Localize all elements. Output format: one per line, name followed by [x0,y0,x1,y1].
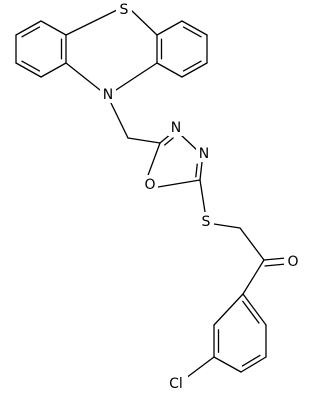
molecule-diagram: S N N N O S O Cl [15,0,302,392]
bond-chlorophenyl-ring [242,293,267,326]
bond-n-ch2 [110,102,129,139]
label-bg [198,212,214,230]
label-bg [100,85,116,103]
atom-label-o-oxadiazole: O [144,177,155,193]
bond-c-cl [185,356,215,379]
bond-n-n [180,134,199,152]
label-bg [116,0,132,18]
bond-right-ring [156,62,183,78]
atom-label-s-ring: S [120,2,129,18]
bond-right-ring [156,20,183,36]
double-bond [164,137,174,146]
bond-left-ring [15,20,42,36]
bond-ch2-c [127,137,161,144]
atom-labels: S N N N O S O Cl [100,0,302,392]
bond-c-o [157,179,201,188]
bond-left-ring [40,62,67,78]
bond-c-s [199,179,206,213]
bond-c-o [263,257,287,261]
double-bond [182,26,202,38]
bond-chlorophenyl-ring [213,356,242,373]
bond-s-c [130,9,158,36]
double-bond [21,60,41,72]
bond-n-c [199,161,203,181]
double-bond [195,163,198,178]
label-bg [164,374,188,392]
bond-chlorophenyl-ring [213,293,244,326]
double-bond [241,354,261,367]
double-bond [182,60,202,72]
bond-chlorophenyl-ring [240,356,267,373]
label-bg [284,252,302,270]
double-bond [242,300,260,324]
atom-label-cl: Cl [169,376,183,392]
bond-s-ch2 [213,223,241,229]
atom-label-s-thioether: S [202,214,211,230]
label-bg [142,175,158,193]
label-bg [168,118,184,136]
bond-right-ring [181,20,208,36]
atom-label-n-ring: N [103,87,113,103]
bond-left-ring [15,62,42,78]
bond-right-ring [181,62,208,78]
bond-left-ring [40,20,67,36]
structure-drawing: S N N N O S O Cl [15,0,302,392]
atom-label-n-oxadiazole-b: N [199,146,209,162]
atom-label-o-carbonyl: O [287,254,298,270]
bond-o-c [146,142,161,179]
bond-c-o-double [264,263,287,267]
bond-c-n [65,62,101,91]
bond-n-c [115,62,158,91]
label-bg [196,144,212,162]
double-bond [21,26,41,38]
bond-co-aryl [242,259,265,295]
bond-c-s [65,9,118,36]
bond-ch2-co [239,227,265,261]
atom-label-n-oxadiazole-a: N [171,120,181,136]
